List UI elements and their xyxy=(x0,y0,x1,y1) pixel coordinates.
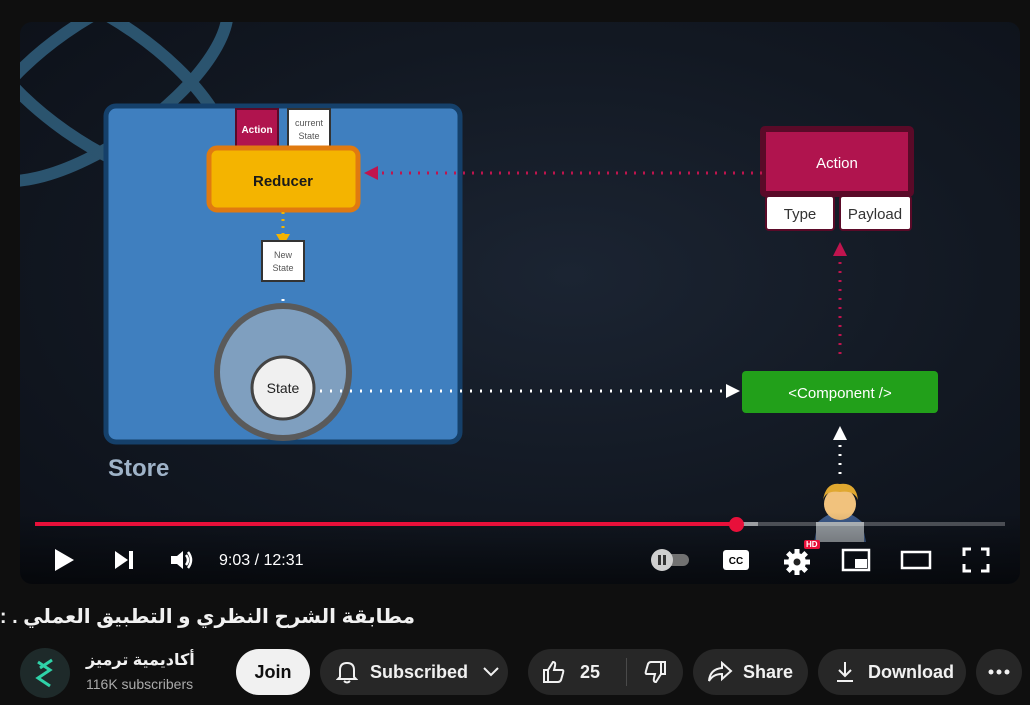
state-inner-circle xyxy=(250,355,316,421)
action-small-box xyxy=(235,108,279,150)
type-box xyxy=(765,195,835,231)
download-icon xyxy=(837,662,853,682)
play-icon xyxy=(55,549,74,571)
miniplayer-icon xyxy=(841,548,871,572)
component-box xyxy=(742,371,938,413)
progress-bar[interactable] xyxy=(35,516,1005,532)
download-button[interactable]: Download xyxy=(818,649,966,695)
theater-icon xyxy=(900,550,932,570)
video-frame[interactable]: Store Action current State Reducer New S… xyxy=(20,22,1020,584)
more-horizontal-icon xyxy=(988,669,1010,675)
current-state-label-1: current xyxy=(295,118,324,128)
theater-mode-button[interactable] xyxy=(898,542,934,578)
reducer-label: Reducer xyxy=(253,173,313,190)
state-label: State xyxy=(267,380,300,396)
component-to-action-arrowhead xyxy=(833,242,847,256)
download-label: Download xyxy=(868,661,954,682)
next-icon xyxy=(115,551,133,569)
state-to-component-arrowhead xyxy=(726,384,740,398)
type-label: Type xyxy=(784,206,817,223)
new-state-label-1: New xyxy=(274,250,293,260)
share-label: Share xyxy=(743,661,794,682)
current-state-label-2: State xyxy=(298,131,319,141)
autoplay-toggle[interactable] xyxy=(648,542,692,578)
channel-logo-icon xyxy=(35,658,53,688)
action-box xyxy=(760,126,914,197)
settings-button[interactable]: HD xyxy=(780,540,820,578)
join-button[interactable]: Join xyxy=(236,649,310,695)
user-to-component-arrowhead xyxy=(833,426,847,440)
action-to-reducer-arrowhead xyxy=(364,166,378,180)
player-controls: 9:03 / 12:31 CC HD xyxy=(20,512,1020,584)
payload-label: Payload xyxy=(848,206,902,223)
volume-icon xyxy=(171,551,193,569)
subscribed-button[interactable]: Subscribed xyxy=(320,649,508,695)
more-actions-button[interactable] xyxy=(976,649,1022,695)
thumbs-up-icon xyxy=(543,660,565,683)
channel-name[interactable]: أكاديمية ترميز xyxy=(86,652,195,669)
hd-badge: HD xyxy=(804,540,820,549)
component-label: <Component /> xyxy=(788,385,892,402)
thumbs-down-icon xyxy=(644,661,666,684)
like-divider xyxy=(626,658,627,686)
duration: 12:31 xyxy=(263,552,304,569)
chevron-down-icon xyxy=(483,667,499,677)
svg-text:CC: CC xyxy=(729,556,743,567)
store-label: Store xyxy=(108,455,169,482)
new-state-label-2: State xyxy=(272,263,293,273)
like-count: 25 xyxy=(580,661,601,682)
new-state-box xyxy=(261,240,305,282)
current-time: 9:03 xyxy=(219,552,251,569)
fullscreen-icon xyxy=(962,547,990,573)
share-icon xyxy=(708,661,733,682)
subscribed-label: Subscribed xyxy=(370,661,469,682)
settings-icon xyxy=(784,549,810,575)
action-small-label: Action xyxy=(241,125,272,136)
autoplay-toggle-icon xyxy=(651,549,689,571)
volume-button[interactable] xyxy=(166,542,198,578)
fullscreen-button[interactable] xyxy=(958,542,994,578)
video-title: مطابقة الشرح النظري و التطبيق العملي . :… xyxy=(0,606,415,628)
captions-icon: CC xyxy=(723,550,749,570)
video-player[interactable]: Store Action current State Reducer New S… xyxy=(20,22,1020,584)
time-separator: / xyxy=(250,552,264,569)
miniplayer-button[interactable] xyxy=(838,542,874,578)
progress-played xyxy=(35,522,737,526)
current-state-box xyxy=(287,108,331,150)
dislike-button[interactable] xyxy=(627,649,683,695)
captions-button[interactable]: CC xyxy=(720,542,752,578)
time-display: 9:03 / 12:31 xyxy=(219,552,304,570)
join-label: Join xyxy=(254,661,292,682)
reducer-box xyxy=(206,145,361,213)
share-button[interactable]: Share xyxy=(693,649,808,695)
channel-avatar[interactable] xyxy=(20,648,70,698)
action-label: Action xyxy=(816,155,858,172)
like-dislike-group: 25 xyxy=(528,649,683,695)
payload-box xyxy=(839,195,912,231)
bell-icon xyxy=(336,661,358,684)
like-button[interactable]: 25 xyxy=(528,649,626,695)
next-button[interactable] xyxy=(108,542,140,578)
subscriber-count: 116K subscribers xyxy=(86,676,194,692)
play-button[interactable] xyxy=(48,542,80,578)
progress-scrubber[interactable] xyxy=(729,516,745,532)
